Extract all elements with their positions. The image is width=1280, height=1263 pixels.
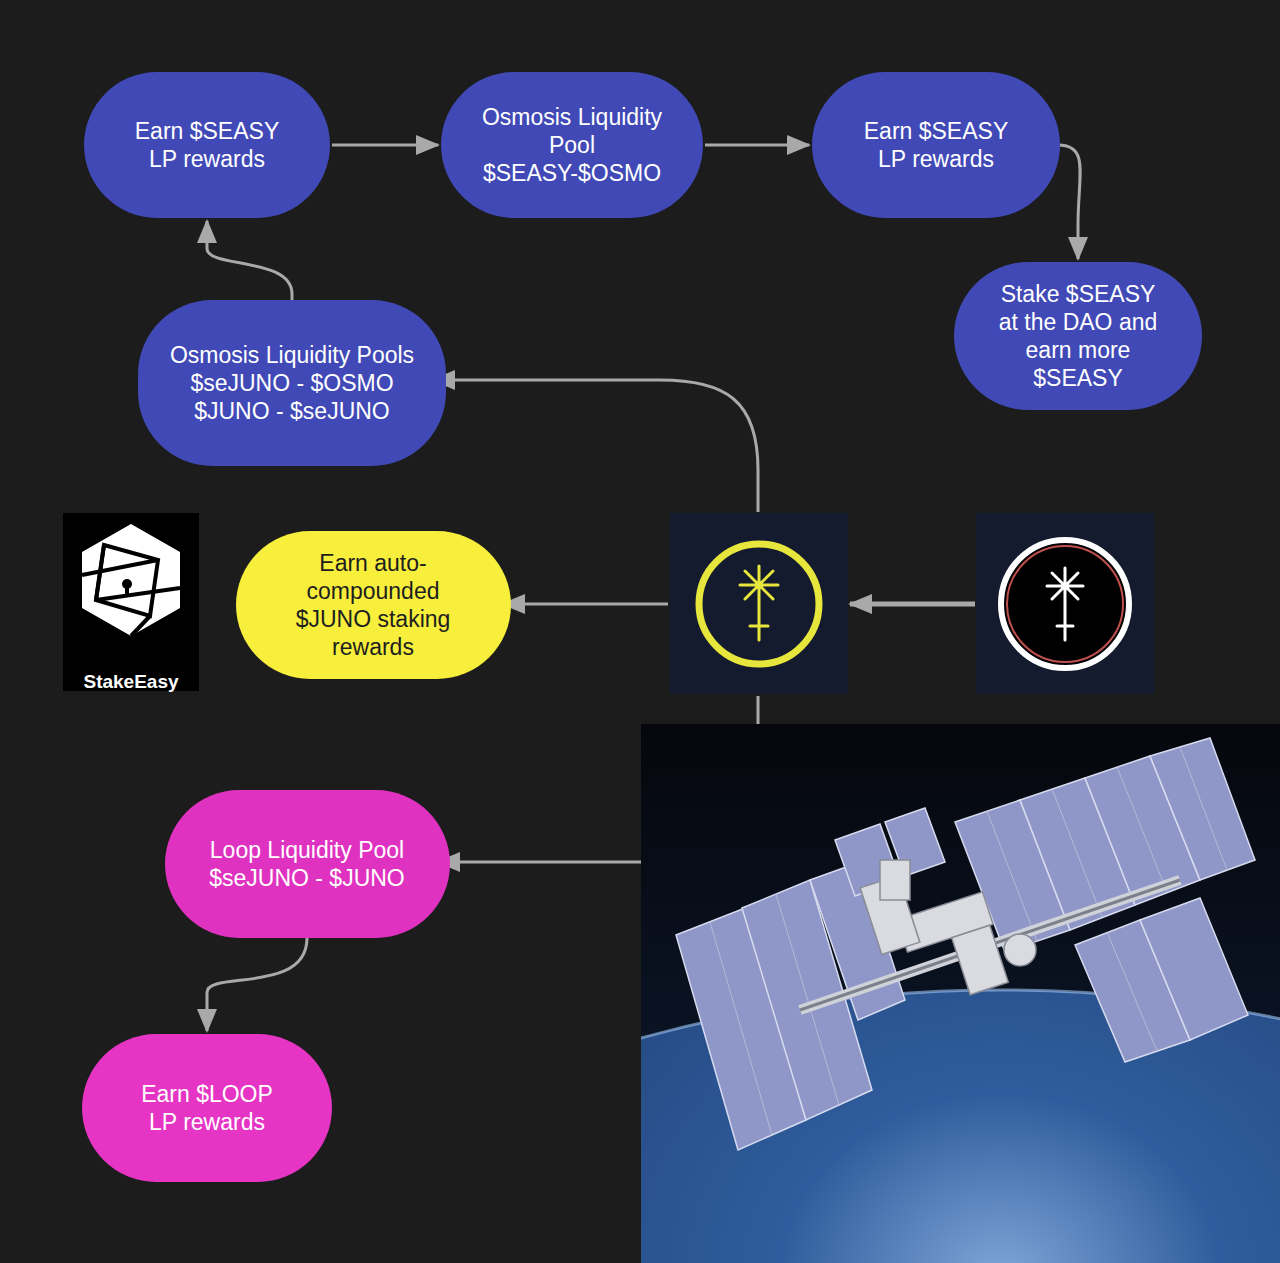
node-text: Osmosis Liquidity Pool $SEASY-$OSMO — [476, 103, 668, 187]
pool-box: Osmosis Liquidity Pool $SEASY-$OSMO — [441, 72, 703, 218]
flow-arrow — [207, 938, 307, 1031]
flow-arrow — [207, 221, 292, 300]
stakeeasy-logo — [63, 513, 199, 691]
node-text: Earn $SEASY LP rewards — [132, 117, 282, 173]
reward-box: Earn $SEASY LP rewards — [812, 72, 1060, 218]
reward-box: Earn auto-compounded $JUNO staking rewar… — [236, 531, 511, 679]
node-text: $JUNO - $seJUNO — [194, 397, 390, 425]
node-text: Earn $LOOP LP rewards — [132, 1080, 282, 1136]
stake-box: Stake $SEASY at the DAO and earn more $S… — [954, 262, 1202, 410]
pool-box: Osmosis Liquidity Pools$seJUNO - $OSMO$J… — [138, 300, 446, 466]
node-text: Earn auto-compounded $JUNO staking rewar… — [271, 549, 476, 661]
flow-arrow — [705, 144, 809, 147]
node-text: Osmosis Liquidity Pools — [170, 341, 414, 369]
logo-caption: StakeEasy — [63, 671, 199, 693]
reward-box: Earn $SEASY LP rewards — [84, 72, 330, 218]
pool-box: Loop Liquidity Pool $seJUNO - $JUNO — [165, 790, 450, 938]
juno-icon — [976, 513, 1154, 694]
node-text: Earn $SEASY LP rewards — [861, 117, 1011, 173]
sejuno-icon — [670, 513, 848, 694]
node-text: $seJUNO - $OSMO — [190, 369, 393, 397]
node-text: Stake $SEASY at the DAO and earn more $S… — [993, 280, 1163, 392]
flow-arrow — [332, 144, 438, 147]
space-station-picture — [641, 724, 1280, 1263]
node-text: Loop Liquidity Pool $seJUNO - $JUNO — [200, 836, 415, 892]
flow-arrow — [1058, 145, 1080, 259]
reward-box: Earn $LOOP LP rewards — [82, 1034, 332, 1182]
